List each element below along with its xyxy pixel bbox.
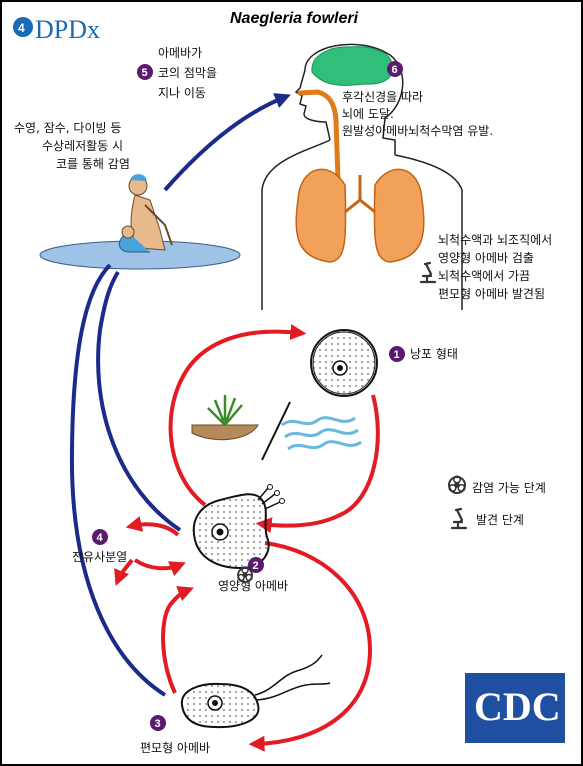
step-2: 2 영양형 아메바 [218, 557, 288, 593]
dpdx-wordmark: DPDx [35, 15, 100, 44]
water-illustration [281, 416, 362, 451]
legend-infective-label: 감염 가능 단계 [472, 481, 546, 495]
trophozoite-illustration [192, 484, 285, 570]
svg-text:6: 6 [392, 64, 398, 76]
infection-route-text: 수영, 잠수, 다이빙 등 수상레저활동 시 코를 통해 감염 [14, 121, 130, 171]
arrow-trophozoite-to-flagellate [248, 541, 373, 752]
human-figure [261, 43, 463, 310]
arrow-flagellate-to-swimmer [69, 263, 167, 697]
svg-text:수상레저활동 시: 수상레저활동 시 [42, 139, 123, 153]
svg-text:4: 4 [97, 532, 104, 544]
brain [311, 46, 393, 86]
svg-text:지나 이동: 지나 이동 [158, 86, 206, 100]
arrow-trophozoite-to-cyst [168, 324, 307, 507]
arrow-swimmer-to-nose [163, 93, 291, 192]
step-1: 1 낭포 형태 [389, 346, 458, 362]
cdc-logo: CDC [465, 673, 565, 743]
soil-plant-illustration [191, 395, 259, 441]
arrow-trophozoite-to-swimmer [96, 270, 182, 532]
svg-text:후각신경을 따라: 후각신경을 따라 [342, 90, 423, 104]
svg-text:CDC: CDC [474, 684, 561, 729]
step-6: 6 후각신경을 따라 뇌에 도달. 원발성아메바뇌척수막염 유발. [342, 61, 493, 138]
svg-text:2: 2 [253, 560, 259, 572]
arrow-trophozoite-to-division [125, 516, 180, 537]
legend-biohazard-icon [448, 475, 466, 494]
dpdx-logo: 4 DPDx [13, 15, 100, 44]
svg-text:1: 1 [394, 349, 400, 361]
legend-diagnostic-label: 발견 단계 [476, 513, 524, 527]
legend: 감염 가능 단계 발견 단계 [448, 475, 546, 530]
svg-text:3: 3 [155, 718, 161, 730]
svg-text:뇌척수액과 뇌조직에서: 뇌척수액과 뇌조직에서 [438, 233, 552, 247]
step-5: 아메바가 5 코의 점막을 지나 이동 [137, 46, 217, 100]
svg-text:영양형 아메바: 영양형 아메바 [218, 579, 288, 593]
svg-text:낭포 형태: 낭포 형태 [410, 347, 458, 361]
step-3: 3 편모형 아메바 [140, 715, 210, 755]
svg-text:전유사분열: 전유사분열 [72, 550, 127, 564]
flagellate-illustration [180, 654, 331, 729]
biohazard-icon [237, 566, 253, 583]
svg-text:영양형 아메바 검출: 영양형 아메바 검출 [438, 251, 534, 265]
svg-text:뇌척수액에서 가끔: 뇌척수액에서 가끔 [438, 269, 530, 283]
arrow-flagellate-to-trophozoite [161, 586, 194, 694]
lungs [295, 168, 425, 263]
svg-text:5: 5 [142, 67, 148, 79]
swimmer-illustration [39, 174, 241, 270]
step-4: 4 전유사분열 [72, 529, 127, 564]
svg-text:4: 4 [18, 21, 25, 35]
environment-divider [261, 401, 291, 461]
svg-text:편모형 아메바: 편모형 아메바 [140, 741, 210, 755]
arrow-cyst-to-trophozoite [255, 394, 380, 534]
svg-text:뇌에 도달.: 뇌에 도달. [342, 107, 394, 121]
arrow-division-down [114, 558, 134, 586]
svg-text:원발성아메바뇌척수막염 유발.: 원발성아메바뇌척수막염 유발. [342, 124, 493, 138]
svg-text:편모형 아메바 발견됨: 편모형 아메바 발견됨 [438, 287, 545, 301]
cyst-illustration [310, 329, 378, 397]
svg-text:코의 점막을: 코의 점막을 [158, 66, 217, 80]
svg-text:코를 통해 감염: 코를 통해 감염 [56, 157, 130, 171]
olfactory-pathway [297, 89, 341, 183]
arrow-division-to-trophozoite [133, 558, 186, 577]
svg-text:수영, 잠수, 다이빙 등: 수영, 잠수, 다이빙 등 [14, 121, 121, 135]
diagram-title: Naegleria fowleri [230, 10, 359, 27]
svg-text:아메바가: 아메바가 [158, 46, 202, 60]
microscope-icon [419, 261, 437, 284]
diagnostic-text: 뇌척수액과 뇌조직에서 영양형 아메바 검출 뇌척수액에서 가끔 편모형 아메바… [438, 233, 552, 301]
legend-microscope-icon [450, 507, 468, 530]
